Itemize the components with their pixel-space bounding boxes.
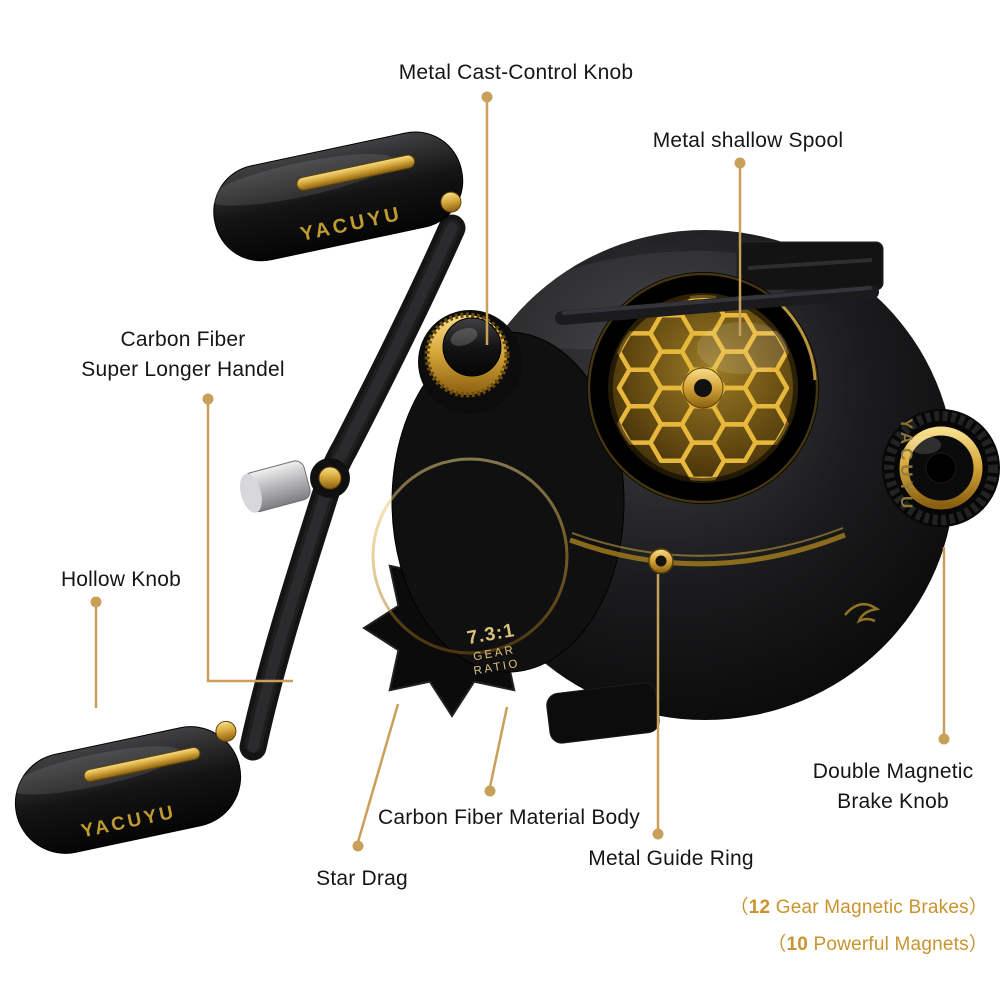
knob-gold-inlay bbox=[296, 154, 416, 191]
top-frame-clamp bbox=[736, 241, 884, 291]
label-handle: Carbon Fiber Super Longer Handel bbox=[23, 325, 343, 385]
bottom-paddle-knob: YACUYU bbox=[9, 720, 242, 854]
label-cast-control-knob: Metal Cast-Control Knob bbox=[398, 61, 634, 84]
guide-ring bbox=[648, 548, 674, 574]
brand-emblem bbox=[844, 602, 881, 624]
handle-pivot-screw bbox=[318, 466, 342, 490]
footnote-magnetic-brakes: （12 Gear Magnetic Brakes） bbox=[729, 897, 988, 918]
label-material-body: Carbon Fiber Material Body bbox=[378, 806, 640, 829]
callout-handle bbox=[202, 393, 293, 683]
callout-cast-control bbox=[481, 91, 493, 345]
callout-brake-knob bbox=[938, 547, 950, 745]
callout-star-drag bbox=[352, 703, 400, 852]
callout-hollow-knob bbox=[90, 596, 102, 708]
knob-gold-inlay bbox=[83, 747, 201, 783]
footnotes: （12 Gear Magnetic Brakes） （10 Powerful M… bbox=[730, 889, 988, 963]
side-plate-gold-rim bbox=[371, 457, 569, 655]
callout-guide-ring bbox=[652, 574, 664, 840]
gold-body-trim bbox=[569, 532, 846, 567]
callout-body bbox=[484, 706, 509, 797]
cross-brace bbox=[555, 285, 879, 325]
spool bbox=[587, 272, 819, 504]
handle-shaft-nut bbox=[239, 460, 311, 513]
label-shallow-spool: Metal shallow Spool bbox=[652, 129, 844, 152]
label-brake-line2: Brake Knob bbox=[837, 790, 949, 813]
label-handle-line1: Carbon Fiber bbox=[120, 328, 246, 351]
label-brake-line1: Double Magnetic bbox=[812, 760, 974, 783]
callout-spool bbox=[734, 157, 746, 336]
label-hollow-knob: Hollow Knob bbox=[60, 568, 182, 591]
label-handle-line2: Super Longer Handel bbox=[81, 358, 285, 381]
label-star-drag: Star Drag bbox=[316, 867, 408, 890]
brand-text-body-side: YACUYU bbox=[897, 418, 916, 512]
top-paddle-knob: YACUYU bbox=[207, 131, 464, 262]
cast-control-knob bbox=[418, 310, 522, 414]
label-brake-knob: Double Magnetic Brake Knob bbox=[733, 757, 1000, 817]
brake-knob bbox=[882, 409, 1000, 527]
label-guide-ring: Metal Guide Ring bbox=[588, 847, 754, 870]
reel-foot bbox=[546, 682, 660, 744]
footnote-powerful-magnets: （10 Powerful Magnets） bbox=[767, 934, 988, 955]
